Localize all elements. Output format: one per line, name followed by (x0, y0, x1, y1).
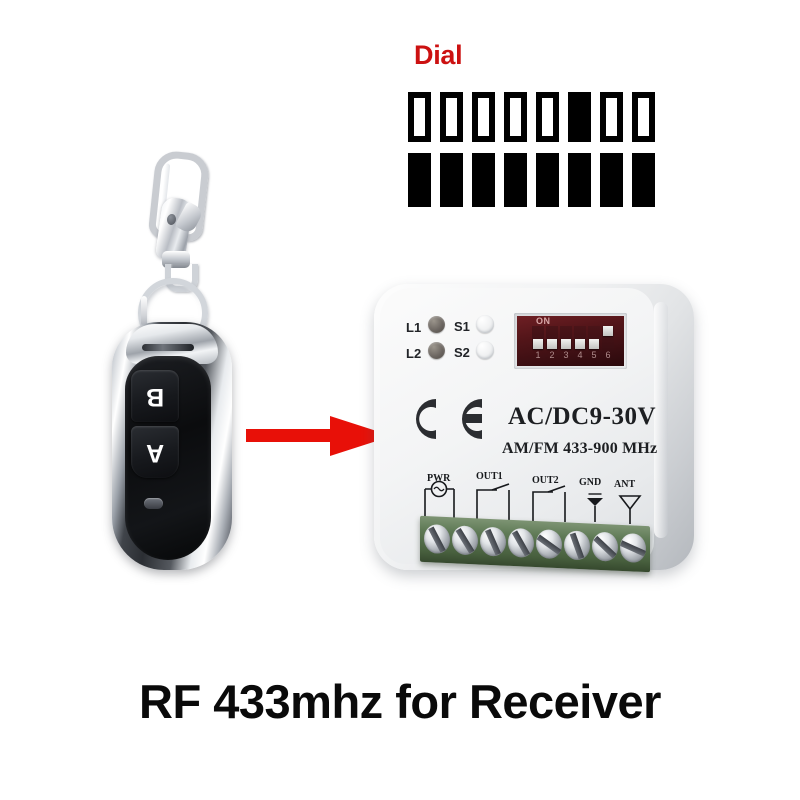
dial-section: Dial (408, 42, 678, 222)
dial-cell-bottom-3[interactable] (472, 153, 495, 207)
dial-title: Dial (414, 40, 463, 70)
remote-key-fob: B A (104, 149, 240, 572)
terminal-label-ant: ANT (614, 479, 636, 490)
clasp-swivel (162, 251, 190, 268)
terminal-label-out1: OUT1 (476, 471, 503, 482)
terminal-label-gnd: GND (579, 477, 602, 488)
dial-cell-top-6[interactable] (568, 92, 591, 142)
dial-cell-bottom-1[interactable] (408, 153, 431, 207)
dial-cell-bottom-5[interactable] (536, 153, 559, 207)
dip-switch-1[interactable] (532, 326, 544, 350)
terminal-screw-8[interactable] (620, 532, 646, 564)
dip-on-label: ON (536, 316, 551, 326)
indicator-l1 (428, 316, 445, 333)
remote-button-a-label: A (145, 438, 165, 467)
label-s1: S1 (454, 319, 470, 334)
dip-knob-4 (575, 339, 585, 349)
dial-cell-bottom-7[interactable] (600, 153, 623, 207)
dip-switch-4[interactable] (574, 326, 586, 350)
receiver-button-s1[interactable] (476, 315, 494, 333)
spec-frequency: AM/FM 433-900 MHz (502, 440, 658, 457)
dip-knob-5 (589, 339, 599, 349)
terminal-screw-2[interactable] (452, 525, 478, 556)
dial-cell-top-1[interactable] (408, 92, 431, 142)
spec-voltage: AC/DC9-30V (508, 403, 657, 430)
terminal-wiring-symbols (392, 480, 654, 532)
dial-cell-top-5[interactable] (536, 92, 559, 142)
terminal-label-out2: OUT2 (532, 475, 559, 486)
arrow-shaft (246, 429, 336, 442)
dial-cell-top-2[interactable] (440, 92, 463, 142)
dial-cell-top-7[interactable] (600, 92, 623, 142)
dip-switch-6[interactable] (602, 326, 614, 350)
dip-switch-2[interactable] (546, 326, 558, 350)
dip-number-1: 1 (535, 350, 541, 360)
dip-number-6: 6 (605, 350, 611, 360)
remote-button-b-label: B (145, 382, 165, 411)
dial-cell-bottom-8[interactable] (632, 153, 655, 207)
ce-mark-icon (402, 392, 486, 446)
terminal-screw-6[interactable] (564, 530, 590, 561)
dip-knob-3 (561, 339, 571, 349)
remote-button-a[interactable]: A (131, 426, 179, 478)
dip-switch-block: ON 1 2 3 4 5 6 (517, 316, 624, 366)
dial-row-bottom (408, 153, 676, 207)
label-l1: L1 (406, 320, 422, 335)
dial-cell-bottom-6[interactable] (568, 153, 591, 207)
remote-button-b[interactable]: B (131, 370, 179, 422)
receiver-button-s2[interactable] (476, 341, 494, 359)
dip-number-3: 3 (563, 350, 569, 360)
dial-cell-top-8[interactable] (632, 92, 655, 142)
dip-knob-1 (533, 339, 543, 349)
lobster-clasp-icon (144, 149, 211, 292)
label-l2: L2 (406, 346, 422, 361)
dip-number-2: 2 (549, 350, 555, 360)
terminal-screw-5[interactable] (536, 529, 562, 560)
terminal-screw-3[interactable] (480, 526, 506, 557)
dial-cell-top-3[interactable] (472, 92, 495, 142)
dial-row-top (408, 92, 676, 142)
dip-switch-window: ON 1 2 3 4 5 6 (514, 313, 627, 369)
label-s2: S2 (454, 345, 470, 360)
indicator-l2 (428, 342, 445, 359)
remote-body: B A (112, 322, 232, 570)
remote-top-slot (142, 344, 194, 351)
terminal-screw-4[interactable] (508, 527, 534, 558)
dial-cell-bottom-4[interactable] (504, 153, 527, 207)
terminal-screw-1[interactable] (424, 523, 450, 555)
dial-cell-top-4[interactable] (504, 92, 527, 142)
dip-switch-5[interactable] (588, 326, 600, 350)
dip-number-4: 4 (577, 350, 583, 360)
dial-cell-bottom-2[interactable] (440, 153, 463, 207)
dip-knob-2 (547, 339, 557, 349)
remote-led-indicator (144, 498, 163, 509)
dip-knob-6 (603, 326, 613, 336)
terminal-label-pwr: PWR (427, 473, 451, 484)
dip-number-row: 1 2 3 4 5 6 (532, 351, 620, 360)
dip-switch-row (532, 326, 620, 350)
dip-number-5: 5 (591, 350, 597, 360)
receiver-unit: L1 L2 S1 S2 ON 1 2 3 4 5 6 (374, 284, 694, 574)
dip-switch-3[interactable] (560, 326, 572, 350)
dial-switch-diagram (408, 92, 676, 212)
terminal-screw-row (424, 523, 646, 566)
terminal-screw-7[interactable] (592, 531, 618, 562)
product-caption: RF 433mhz for Receiver (139, 675, 661, 728)
receiver-side-edge (654, 302, 668, 538)
